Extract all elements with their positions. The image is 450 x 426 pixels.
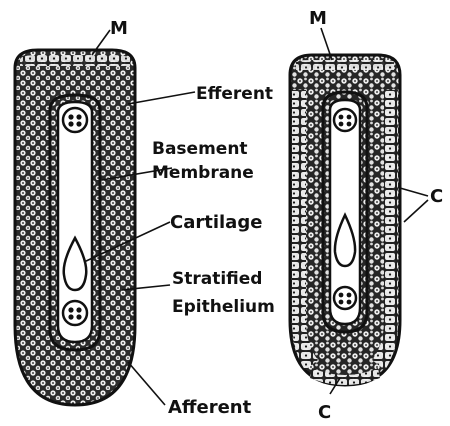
left-efferent-vessel (63, 108, 87, 132)
cartilage-label: Cartilage (170, 212, 262, 233)
afferent-label: Afferent (168, 397, 252, 418)
right-m-label: M (309, 8, 327, 29)
basement-label-line1: Basement (152, 139, 248, 159)
basement-label-line2: Membrane (152, 163, 254, 183)
right-afferent-vessel (334, 287, 356, 309)
right-c-side-label: C (430, 186, 443, 207)
efferent-label: Efferent (196, 84, 273, 104)
right-filament (290, 55, 400, 385)
stratified-label-line1: Stratified (172, 269, 262, 289)
stratified-label-line2: Epithelium (172, 297, 275, 317)
right-efferent-vessel (334, 109, 356, 131)
left-filament (15, 50, 135, 405)
right-c-bottom-label: C (318, 402, 331, 423)
left-afferent-vessel (63, 301, 87, 325)
left-m-label: M (110, 18, 128, 39)
